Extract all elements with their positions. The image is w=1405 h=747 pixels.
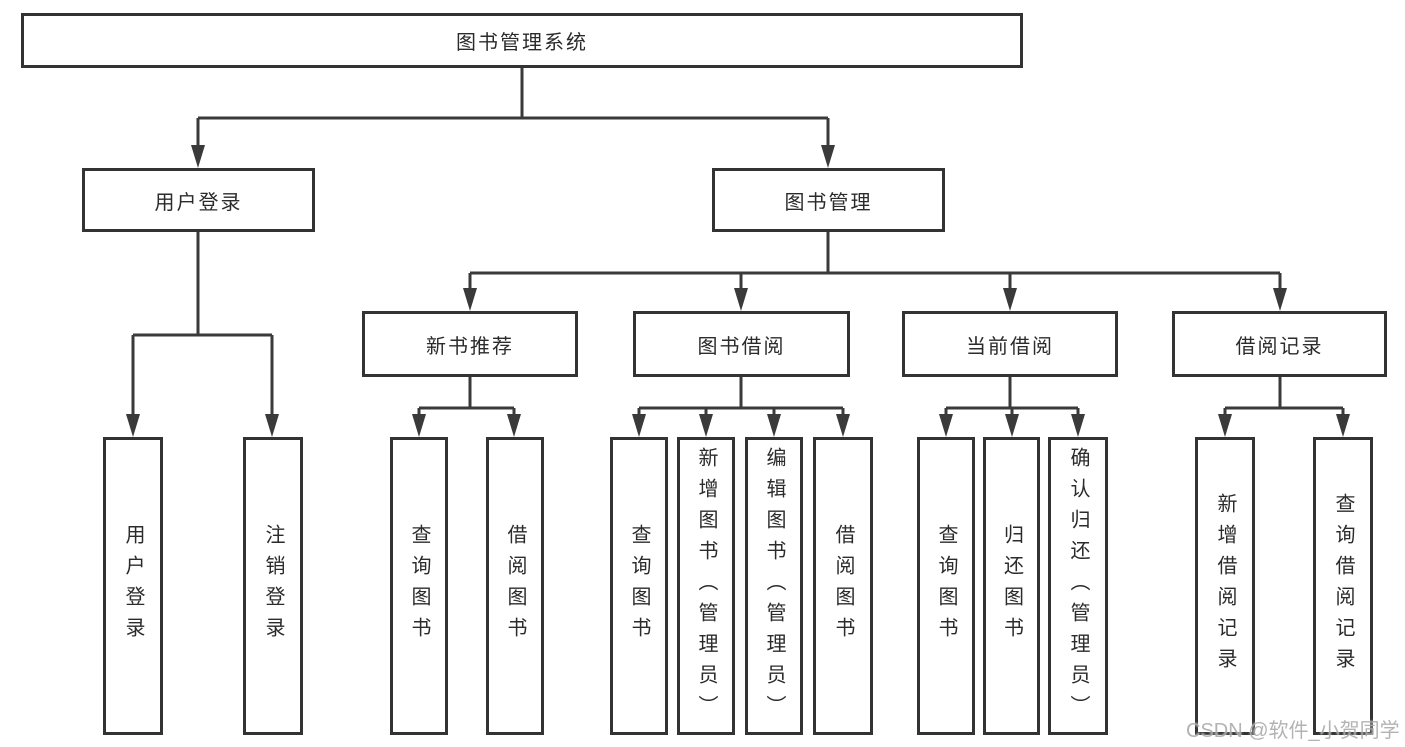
node-library-management-system: 图书管理系统 [21, 13, 1023, 68]
node-borrowing-records: 借阅记录 [1172, 311, 1387, 377]
leaf-borrow-books-recommend: 借阅图书 [486, 437, 544, 735]
node-label: 新书推荐 [426, 335, 514, 358]
node-new-book-recommendation: 新书推荐 [362, 311, 578, 377]
node-label: 当前借阅 [966, 335, 1054, 358]
node-label: 借阅图书 [832, 524, 854, 648]
watermark: CSDN @软件_小贺同学 [1186, 720, 1400, 742]
node-label: 图书管理 [784, 191, 873, 214]
node-label: 借阅记录 [1235, 335, 1324, 358]
node-label: 查询借阅记录 [1332, 493, 1354, 679]
node-book-management: 图书管理 [712, 168, 945, 232]
node-label: 编辑图书（管理员） [763, 446, 785, 726]
leaf-edit-books-admin: 编辑图书（管理员） [745, 437, 803, 735]
leaf-return-books: 归还图书 [983, 437, 1040, 735]
node-label: 用户登录 [122, 524, 144, 648]
node-current-borrowing: 当前借阅 [902, 311, 1118, 377]
leaf-logout: 注销登录 [243, 437, 303, 735]
node-user-login: 用户登录 [82, 168, 315, 232]
leaf-borrow-books: 借阅图书 [813, 437, 873, 735]
node-label: 新增图书（管理员） [695, 446, 717, 726]
node-label: 查询图书 [935, 524, 957, 648]
leaf-add-books-admin: 新增图书（管理员） [677, 437, 735, 735]
leaf-query-books-borrowing: 查询图书 [610, 437, 668, 735]
leaf-query-books-current: 查询图书 [917, 437, 975, 735]
node-label: 图书管理系统 [456, 32, 588, 54]
leaf-confirm-return-admin: 确认归还（管理员） [1048, 437, 1108, 735]
leaf-add-borrow-record: 新增借阅记录 [1195, 437, 1255, 735]
node-book-borrowing: 图书借阅 [633, 311, 850, 377]
node-label: 借阅图书 [504, 524, 526, 648]
node-label: 注销登录 [262, 524, 284, 648]
node-label: 确认归还（管理员） [1067, 446, 1089, 726]
node-label: 新增借阅记录 [1214, 493, 1236, 679]
leaf-query-borrow-record: 查询借阅记录 [1313, 437, 1373, 735]
leaf-user-login: 用户登录 [103, 437, 163, 735]
node-label: 用户登录 [154, 191, 243, 214]
leaf-query-books-recommend: 查询图书 [390, 437, 448, 735]
node-label: 查询图书 [628, 524, 650, 648]
node-label: 归还图书 [1000, 524, 1023, 648]
node-label: 查询图书 [408, 524, 430, 648]
node-label: 图书借阅 [697, 335, 786, 358]
